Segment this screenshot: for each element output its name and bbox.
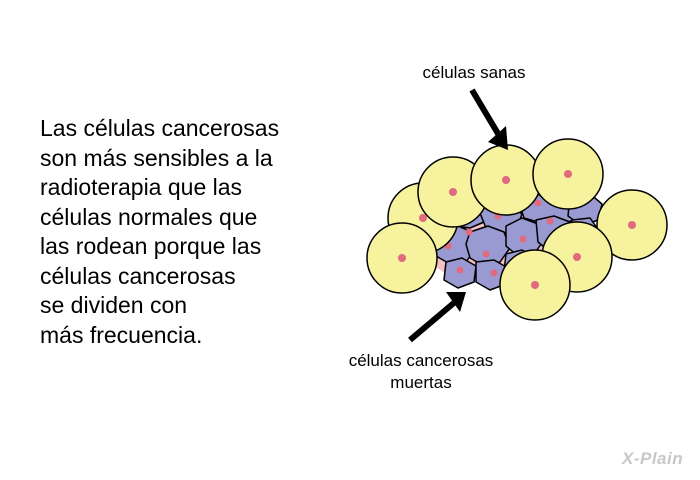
nucleus bbox=[519, 235, 527, 243]
nucleus bbox=[573, 253, 581, 261]
nucleus bbox=[482, 250, 490, 258]
text-line: células normales que bbox=[40, 203, 258, 230]
nucleus bbox=[449, 188, 457, 196]
arrow-healthy bbox=[469, 88, 508, 150]
nucleus bbox=[398, 254, 406, 262]
text-line: son más sensibles a la bbox=[40, 144, 273, 171]
text-line: células cancerosas bbox=[40, 262, 236, 289]
label-healthy-cells: células sanas bbox=[422, 63, 526, 82]
explanation-text: Las células cancerosas son más sensibles… bbox=[40, 114, 350, 350]
healthy-cells bbox=[366, 138, 668, 321]
label-line: células cancerosas bbox=[348, 351, 494, 370]
arrow-cancer bbox=[408, 292, 466, 343]
label-line: muertas bbox=[390, 373, 452, 392]
nucleus bbox=[490, 269, 498, 277]
label-dead-cancer-cells: células cancerosas muertas bbox=[326, 350, 516, 394]
text-line: más frecuencia. bbox=[40, 321, 203, 348]
text-line: las rodean porque las bbox=[40, 233, 262, 259]
xplain-logo: X-Plain bbox=[622, 449, 684, 468]
text-line: radioterapia que las bbox=[40, 174, 243, 200]
text-line: se dividen con bbox=[40, 292, 188, 318]
nucleus bbox=[456, 266, 464, 274]
nucleus bbox=[465, 228, 473, 236]
nucleus bbox=[546, 217, 554, 225]
nucleus bbox=[502, 176, 510, 184]
nucleus bbox=[628, 221, 636, 229]
text-line: Las células cancerosas bbox=[40, 115, 280, 141]
nucleus bbox=[419, 214, 427, 222]
nucleus bbox=[534, 199, 542, 207]
healthy-nuclei bbox=[398, 170, 636, 289]
nucleus bbox=[531, 281, 539, 289]
nucleus bbox=[564, 170, 572, 178]
cancer-cell bbox=[465, 225, 511, 267]
